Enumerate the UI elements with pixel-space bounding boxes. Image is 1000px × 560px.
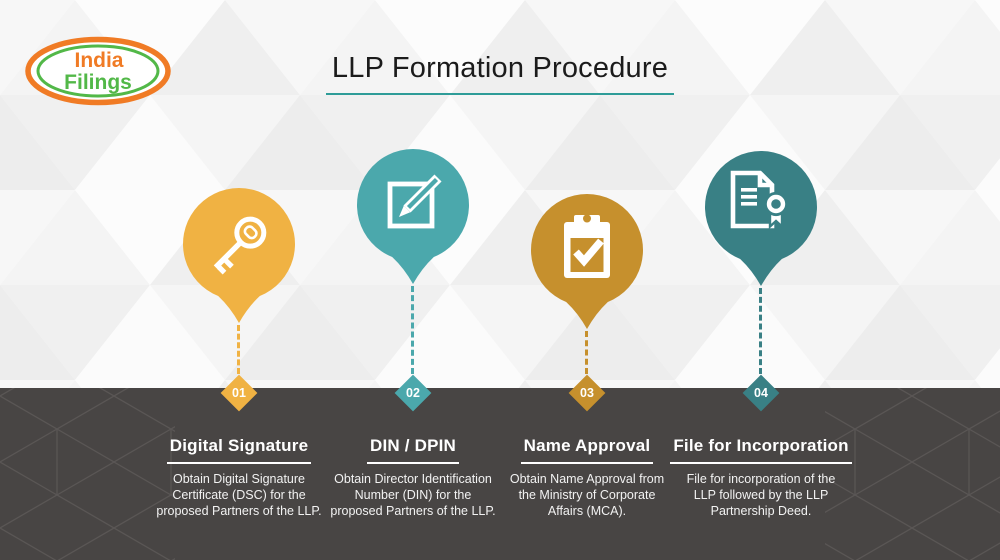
step-4-text: File for Incorporation File for incorpor…	[664, 436, 858, 519]
step-number: 01	[232, 386, 246, 400]
step-3-balloon	[531, 194, 643, 329]
key-icon	[213, 216, 267, 275]
step-4-balloon	[705, 151, 817, 286]
logo-text-line2: Filings	[64, 71, 132, 94]
step-title: Name Approval	[520, 436, 654, 464]
page-title-wrap: LLP Formation Procedure	[0, 52, 1000, 95]
step-title: Digital Signature	[166, 436, 312, 464]
step-2-connector	[411, 286, 414, 374]
brand-logo: India Filings	[25, 36, 171, 106]
logo-text-line1: India	[74, 49, 123, 72]
footer-mesh-right	[825, 388, 1000, 560]
step-3-number-badge: 03	[568, 374, 606, 412]
step-3-connector	[585, 331, 588, 374]
step-description: Obtain Digital Signature Certificate (DS…	[156, 472, 322, 518]
footer-mesh-left	[0, 388, 175, 560]
step-1-balloon	[183, 188, 295, 323]
step-description: Obtain Director Identification Number (D…	[330, 472, 496, 518]
step-description: Obtain Name Approval from the Ministry o…	[509, 472, 665, 518]
clipboard-check-icon	[564, 214, 610, 278]
step-1-text: Digital Signature Obtain Digital Signatu…	[142, 436, 336, 519]
certificate-icon	[730, 170, 789, 230]
step-number: 04	[754, 386, 768, 400]
step-4-number-badge: 04	[742, 374, 780, 412]
step-4-connector	[759, 288, 762, 374]
step-2-balloon	[357, 149, 469, 284]
balloon-shape	[183, 188, 295, 323]
step-description: File for incorporation of the LLP follow…	[686, 472, 836, 518]
logo-outer-ring	[25, 36, 171, 106]
page-title: LLP Formation Procedure	[325, 52, 675, 95]
balloon-shape	[357, 149, 469, 284]
step-1-connector	[237, 325, 240, 374]
step-2-number-badge: 02	[394, 374, 432, 412]
step-title: File for Incorporation	[670, 436, 852, 464]
logo-inner-ring	[36, 44, 160, 98]
step-2-text: DIN / DPIN Obtain Director Identificatio…	[316, 436, 510, 519]
step-title: DIN / DPIN	[366, 436, 460, 464]
edit-icon	[387, 174, 442, 229]
step-1-number-badge: 01	[220, 374, 258, 412]
step-number: 02	[406, 386, 420, 400]
step-3-text: Name Approval Obtain Name Approval from …	[490, 436, 684, 519]
step-number: 03	[580, 386, 594, 400]
